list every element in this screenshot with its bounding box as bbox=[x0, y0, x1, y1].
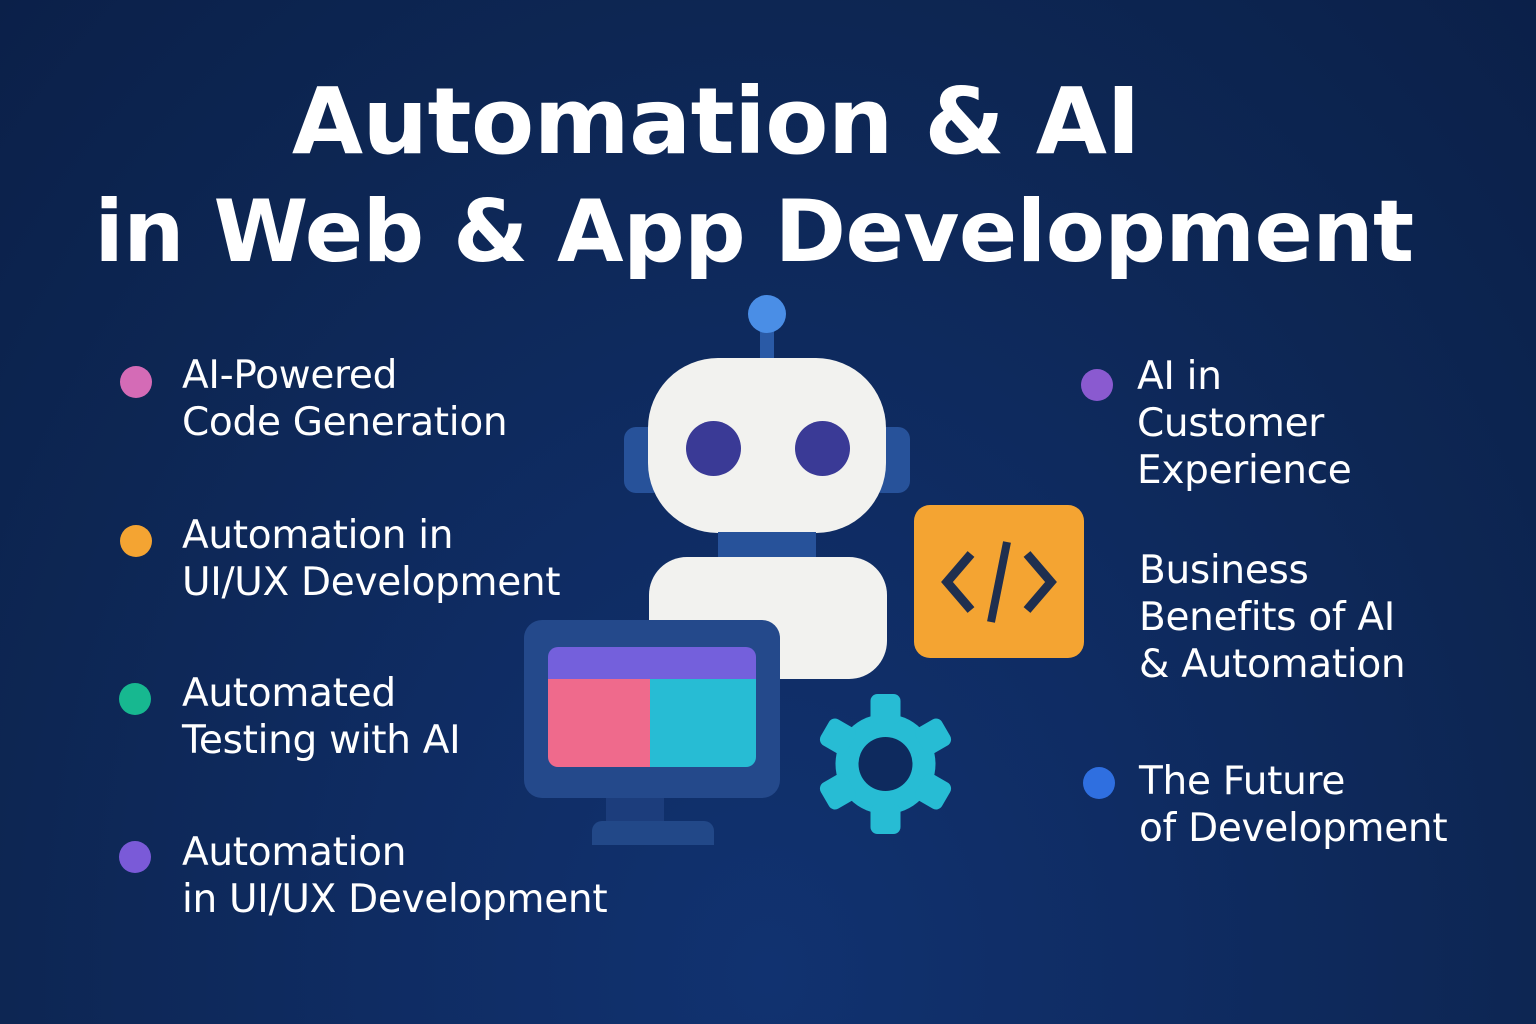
topic-label: Automation in UI/UX Development bbox=[182, 513, 561, 605]
title-line-2: in Web & App Development bbox=[94, 182, 1414, 282]
topic-label: Automated Testing with AI bbox=[182, 671, 461, 763]
bullet-dot-icon bbox=[1083, 767, 1115, 799]
bullet-dot-icon bbox=[119, 841, 151, 873]
topic-label: Business Benefits of AI & Automation bbox=[1139, 548, 1406, 687]
robot-eye-left bbox=[686, 421, 741, 476]
gear-icon bbox=[819, 694, 952, 834]
screen-panel-right bbox=[650, 679, 756, 767]
monitor-stand-base bbox=[592, 821, 714, 845]
bullet-dot-icon bbox=[120, 525, 152, 557]
robot-antenna-stem bbox=[760, 330, 774, 360]
code-symbol-glyph bbox=[941, 540, 1057, 623]
topic-label: Automation in UI/UX Development bbox=[182, 830, 608, 922]
code-brackets-icon bbox=[914, 505, 1084, 658]
bullet-dot-icon bbox=[1081, 369, 1113, 401]
robot-antenna-ball bbox=[748, 295, 786, 333]
topic-label: AI-Powered Code Generation bbox=[182, 353, 508, 445]
bullet-dot-icon bbox=[119, 683, 151, 715]
robot-neck bbox=[718, 532, 816, 560]
topic-label: The Future of Development bbox=[1139, 759, 1448, 851]
robot-head bbox=[648, 358, 886, 533]
bullet-dot-icon bbox=[120, 366, 152, 398]
monitor-stand-neck bbox=[606, 798, 664, 822]
topic-label: AI in Customer Experience bbox=[1137, 354, 1352, 493]
screen-panel-left bbox=[548, 679, 650, 767]
robot-eye-right bbox=[795, 421, 850, 476]
title-line-1: Automation & AI bbox=[291, 68, 1141, 175]
screen-header-bar bbox=[548, 647, 756, 679]
